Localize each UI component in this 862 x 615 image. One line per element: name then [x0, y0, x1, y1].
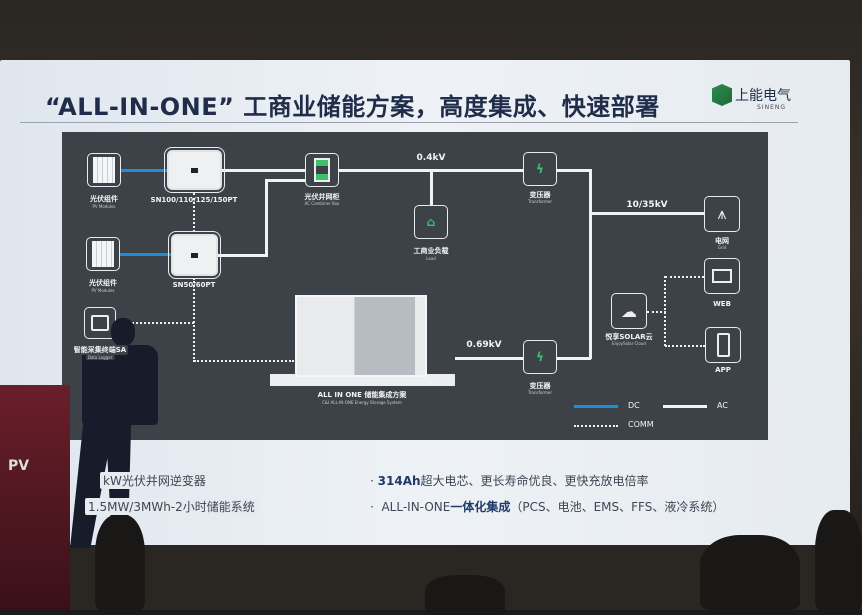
- voltage-04kv: 0.4kV: [416, 153, 446, 163]
- speaker-head: [111, 318, 135, 346]
- ess-sub: C&I ALL-IN-ONE Energy Storage System: [322, 400, 402, 405]
- cloud-label: 悦享SOLAR云: [605, 333, 653, 341]
- legend-comm: COMM: [628, 420, 654, 429]
- legend-dc-swatch: [574, 405, 618, 408]
- transformer-2-icon: ϟ: [523, 340, 557, 374]
- load-house-icon: ⌂: [414, 205, 448, 239]
- comm-line: [665, 345, 705, 347]
- bullet-left-1: kW光伏并网逆变器: [100, 472, 209, 489]
- ac-line: [265, 179, 268, 257]
- comm-line: [665, 276, 704, 278]
- pv1-label: 光伏组件: [90, 195, 118, 203]
- app-phone-icon: [705, 327, 741, 363]
- legend-ac: AC: [717, 401, 728, 410]
- ess-base: [270, 374, 455, 386]
- ac-line: [222, 169, 305, 172]
- legend-ac-swatch: [663, 405, 707, 408]
- company-logo: 上能电气 SINENG: [712, 84, 791, 111]
- logo-cn: 上能电气: [735, 88, 791, 104]
- ac-combiner-icon: [305, 153, 339, 187]
- pv2-sub: PV Modules: [91, 288, 115, 293]
- ac-line: [430, 169, 433, 206]
- logger-sub: Data Logger: [85, 355, 115, 360]
- slide-title: “ALL-IN-ONE” 工商业储能方案，高度集成、快速部署: [45, 93, 660, 121]
- ac-line: [265, 179, 305, 182]
- grid-sub: Grid: [717, 245, 727, 250]
- bullet-left-2: 1.5MW/3MWh-2小时储能系统: [85, 498, 258, 515]
- ess-container-image: [295, 295, 427, 377]
- ac-line: [589, 169, 592, 359]
- bullet-right-2: · ALL-IN-ONE一体化集成（PCS、电池、EMS、FFS、液冷系统）: [370, 500, 725, 514]
- inverter-1-icon: [164, 147, 225, 193]
- transformer-1-icon: ϟ: [523, 152, 557, 186]
- dc-line: [120, 253, 171, 256]
- pv2-label: 光伏组件: [89, 279, 117, 287]
- podium-logo: PV: [8, 458, 30, 474]
- ac-line: [557, 169, 591, 172]
- pv-module-2: [86, 237, 120, 271]
- combiner-label: 光伏并网柜: [304, 193, 340, 201]
- data-logger-icon: [84, 307, 116, 339]
- inverter-1-label: SN100/110/125/150PT: [150, 196, 238, 204]
- load-label: 工商业负载: [413, 247, 449, 255]
- legend-dc: DC: [628, 401, 640, 410]
- comm-line: [117, 322, 194, 324]
- cloud-icon: ☁: [611, 293, 647, 329]
- combiner-sub: AC Combiner Box: [304, 201, 340, 206]
- comm-line: [193, 193, 195, 232]
- ac-line: [589, 212, 704, 215]
- voltage-069kv: 0.69kV: [466, 340, 502, 350]
- dc-line: [121, 169, 167, 172]
- audience-head: [815, 510, 862, 610]
- app-label: APP: [715, 366, 731, 374]
- bullet-right-1: · 314Ah超大电芯、更长寿命优良、更快充放电倍率: [370, 474, 649, 488]
- load-sub: Load: [426, 256, 436, 261]
- cloud-sub: EnjoySolar Cloud: [612, 341, 646, 346]
- web-label: WEB: [713, 300, 731, 308]
- web-monitor-icon: [704, 258, 740, 294]
- comm-line: [664, 276, 666, 346]
- inverter-2-icon: [168, 231, 221, 279]
- podium: [0, 385, 70, 610]
- legend-comm-swatch: [574, 425, 618, 427]
- transformer-1-label: 变压器: [529, 191, 551, 199]
- ac-line: [218, 254, 268, 257]
- audience-head: [700, 535, 800, 610]
- logo-mark-icon: [712, 84, 732, 106]
- logo-en: SINENG: [757, 104, 786, 111]
- comm-line: [193, 278, 195, 362]
- transformer-1-sub: Transformer: [527, 199, 553, 204]
- audience-head: [95, 515, 145, 610]
- grid-tower-icon: ⩚: [704, 196, 740, 232]
- solar-panel-icon: [92, 241, 114, 267]
- pv1-sub: PV Modules: [92, 204, 116, 209]
- ac-line: [455, 357, 523, 360]
- comm-line: [194, 360, 294, 362]
- title-divider: [20, 122, 798, 123]
- grid-label: 电网: [715, 237, 729, 245]
- ac-line: [557, 357, 591, 360]
- transformer-2-label: 变压器: [529, 382, 551, 390]
- inverter-2-label: SN50/60PT: [172, 281, 216, 289]
- transformer-2-sub: Transformer: [527, 390, 553, 395]
- solar-panel-icon: [93, 157, 115, 183]
- ess-label: ALL IN ONE 储能集成方案: [317, 391, 407, 399]
- logger-label: 智能采集终端SA: [71, 345, 129, 355]
- audience-head: [425, 575, 505, 615]
- comm-line: [647, 311, 666, 313]
- voltage-1035kv: 10/35kV: [626, 200, 668, 210]
- pv-module-1: [87, 153, 121, 187]
